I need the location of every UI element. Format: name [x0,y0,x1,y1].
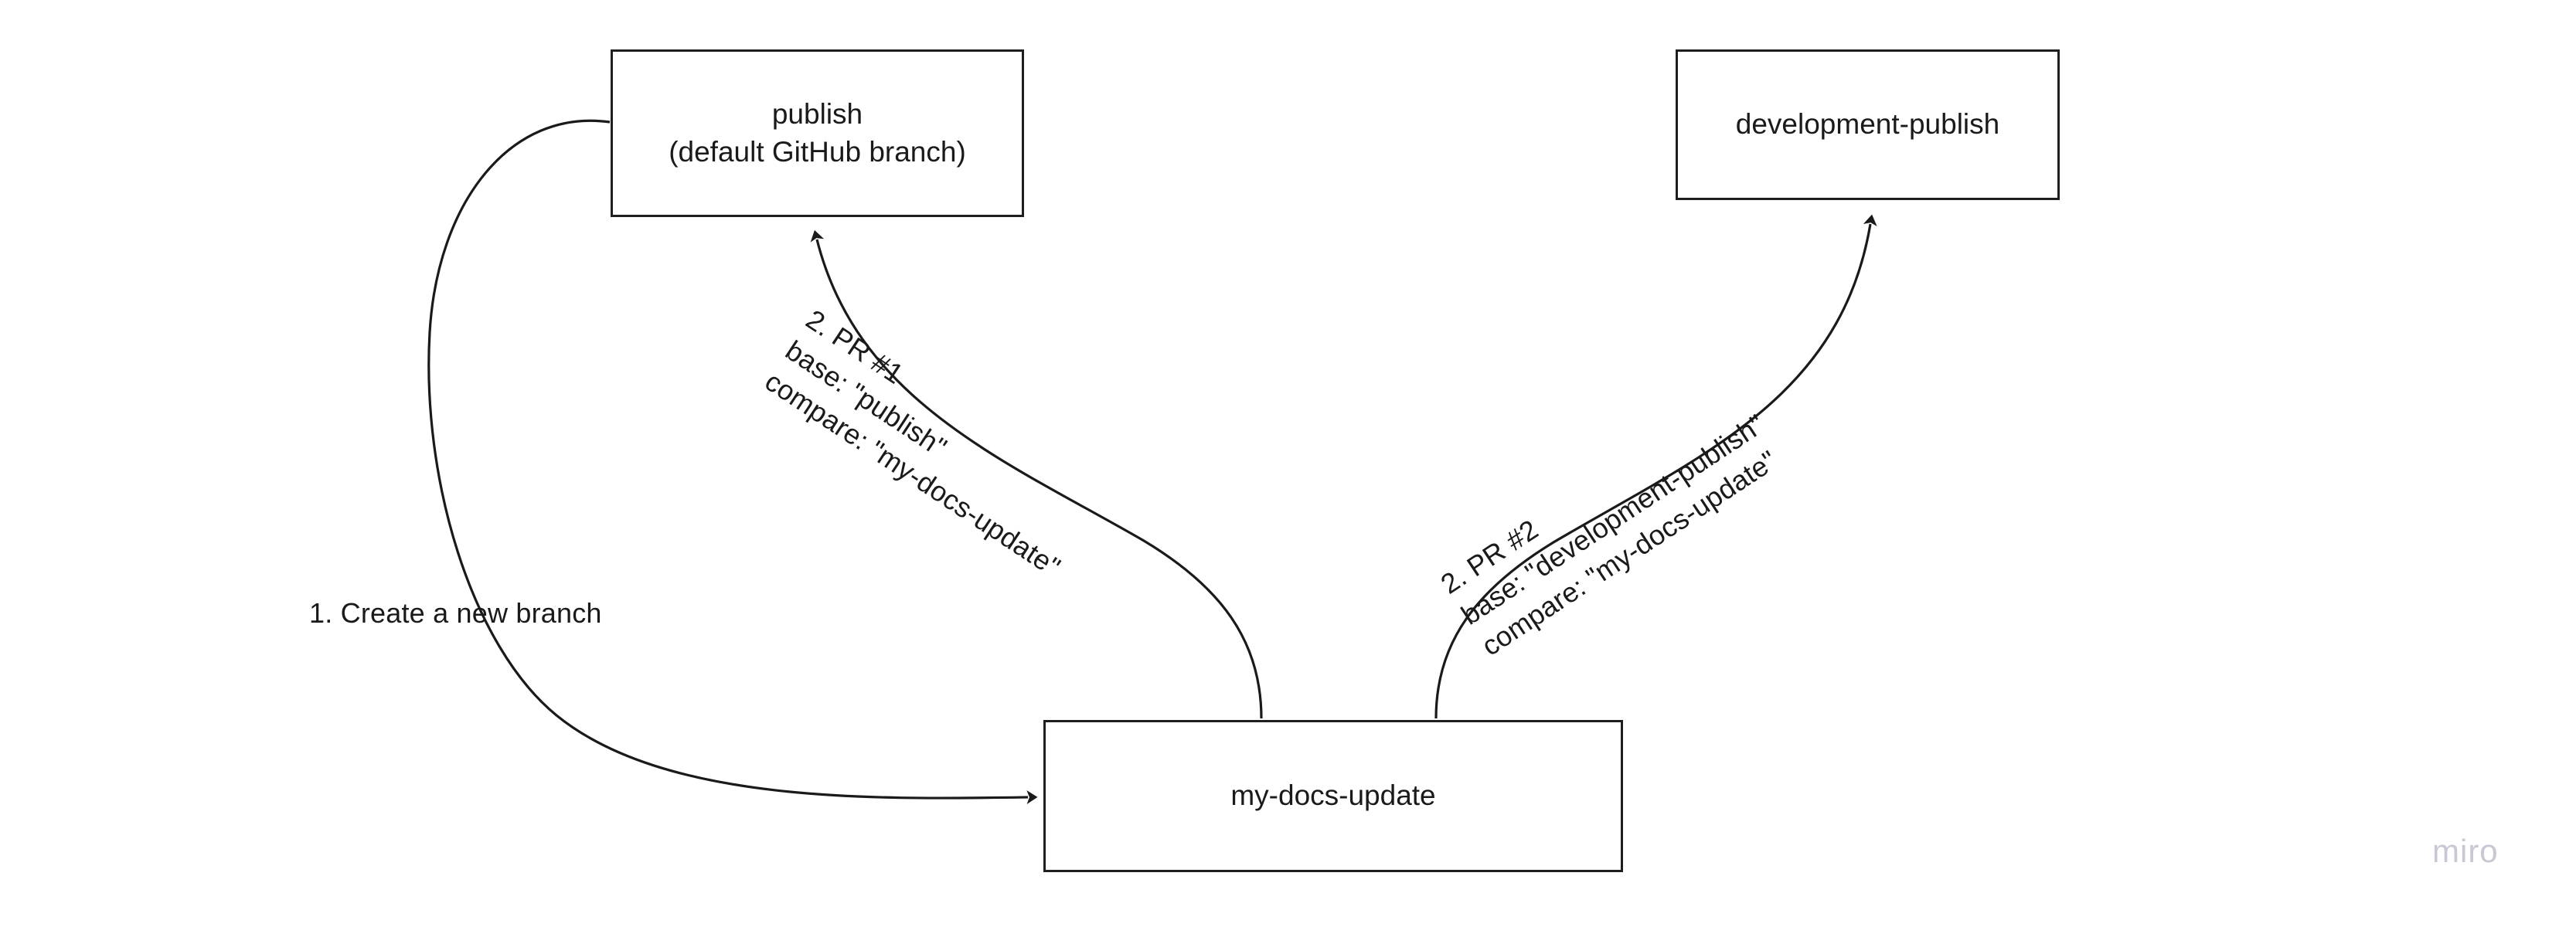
node-development-publish[interactable]: development-publish [1676,49,2060,200]
miro-watermark: miro [2432,833,2499,869]
edge-pr1-path [810,229,1263,719]
node-my-docs-update[interactable]: my-docs-update [1043,720,1623,872]
edge-pr2-path [1434,214,1877,719]
edge-create-branch-path [427,119,1038,805]
node-publish[interactable]: publish (default GitHub branch) [611,49,1024,217]
edge-label-create-branch[interactable]: 1. Create a new branch [309,597,602,629]
